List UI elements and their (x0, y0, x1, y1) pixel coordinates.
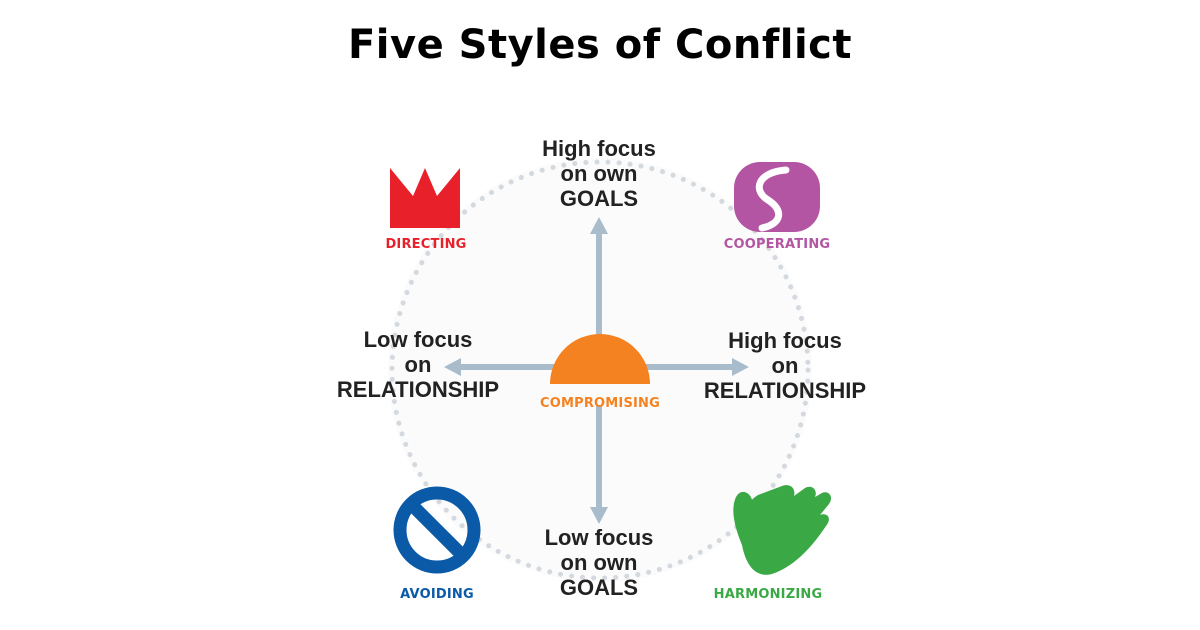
arrow-up-head (590, 217, 608, 234)
no-sign-slash (406, 499, 468, 561)
axis-bottom-line-1: Low focus (544, 525, 654, 550)
label-cooperating: COOPERATING (723, 237, 831, 252)
hand-icon (733, 485, 832, 575)
axis-top-line-1: High focus (542, 136, 656, 161)
label-compromising: COMPROMISING (539, 396, 661, 411)
axis-right-line-2: on (771, 353, 799, 378)
axis-left-line-3: RELATIONSHIP (336, 377, 500, 402)
crown-icon (390, 168, 460, 228)
axis-bottom-line-2: on own (560, 550, 638, 575)
arrow-down-head (590, 507, 608, 524)
axis-label-right: High focus on RELATIONSHIP (685, 328, 885, 403)
label-harmonizing: HARMONIZING (713, 587, 823, 602)
page-title: Five Styles of Conflict (347, 22, 853, 68)
half-circle-icon (550, 334, 650, 384)
arrow-right-head (732, 358, 749, 376)
axis-label-bottom: Low focus on own GOALS (510, 525, 688, 600)
label-directing: DIRECTING (385, 237, 467, 252)
axis-left-line-2: on (404, 352, 432, 377)
axes-arrows (458, 232, 735, 514)
axis-label-left: Low focus on RELATIONSHIP (318, 327, 518, 402)
axis-top-line-3: GOALS (559, 186, 639, 211)
axis-right-line-1: High focus (728, 328, 842, 353)
yin-yang-curve (755, 166, 790, 232)
axis-right-line-3: RELATIONSHIP (703, 378, 867, 403)
arrow-left-head (444, 358, 461, 376)
no-sign-icon (393, 486, 481, 574)
axis-bottom-line-3: GOALS (559, 575, 639, 600)
dotted-ring (389, 159, 811, 581)
axis-top-line-2: on own (560, 161, 638, 186)
label-avoiding: AVOIDING (400, 587, 474, 602)
axis-left-line-1: Low focus (363, 327, 473, 352)
yin-yang-icon (734, 162, 820, 232)
axis-label-top: High focus on own GOALS (510, 136, 688, 211)
